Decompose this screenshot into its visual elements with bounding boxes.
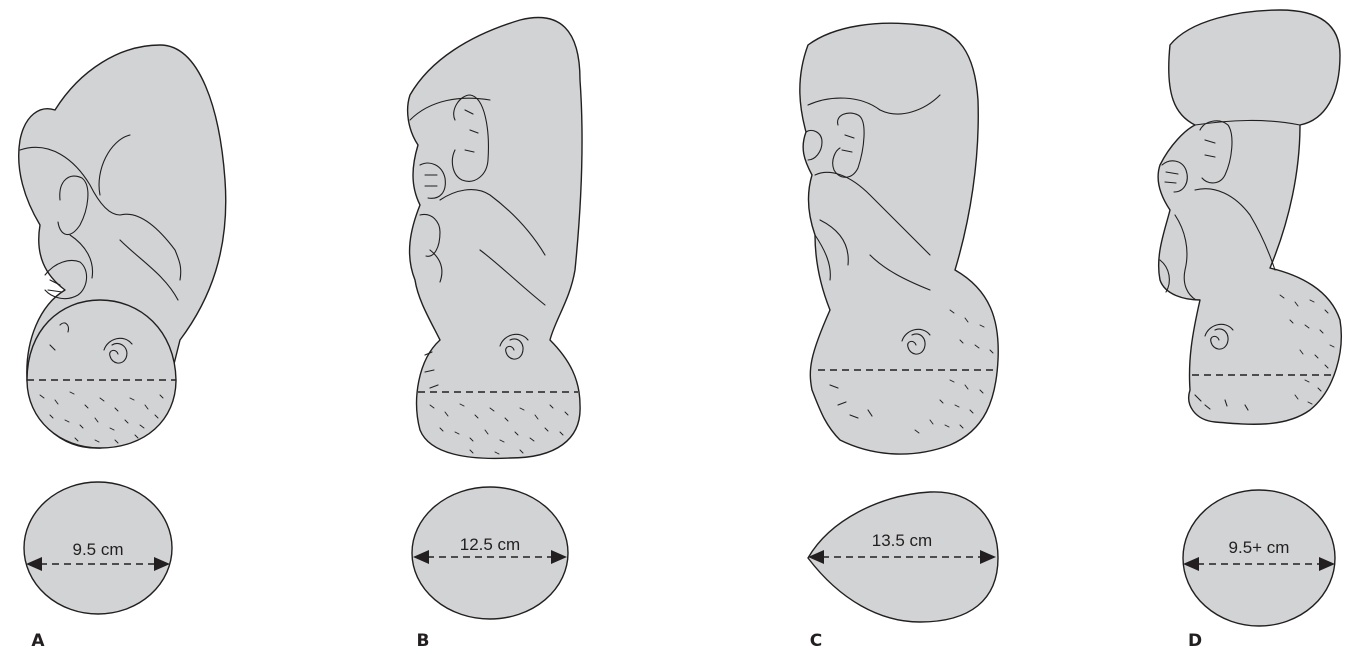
fetus-figure-a (19, 45, 226, 448)
head-section-a: 9.5 cm (24, 482, 172, 614)
fetus-figure-c (800, 23, 998, 454)
measurement-label-c: 13.5 cm (872, 531, 932, 550)
measurement-label-d: 9.5+ cm (1229, 538, 1290, 557)
measurement-label-b: 12.5 cm (460, 535, 520, 554)
panel-b: 12.5 cm B (408, 18, 582, 651)
head-section-c: 13.5 cm (808, 492, 998, 622)
head-section-b: 12.5 cm (412, 487, 568, 619)
panel-a: 9.5 cm A (19, 45, 226, 651)
fetus-figure-d (1158, 10, 1341, 424)
panel-d: 9.5+ cm D (1158, 10, 1341, 651)
panel-c: 13.5 cm C (800, 23, 998, 651)
measurement-label-a: 9.5 cm (72, 540, 123, 559)
head-cross-section-d (1183, 490, 1335, 626)
panel-letter-d: D (1188, 631, 1202, 651)
head-section-d: 9.5+ cm (1183, 490, 1335, 626)
panel-letter-a: A (31, 631, 45, 651)
fetus-figure-b (408, 18, 582, 459)
panel-letter-b: B (417, 631, 430, 651)
panel-letter-c: C (810, 631, 822, 651)
